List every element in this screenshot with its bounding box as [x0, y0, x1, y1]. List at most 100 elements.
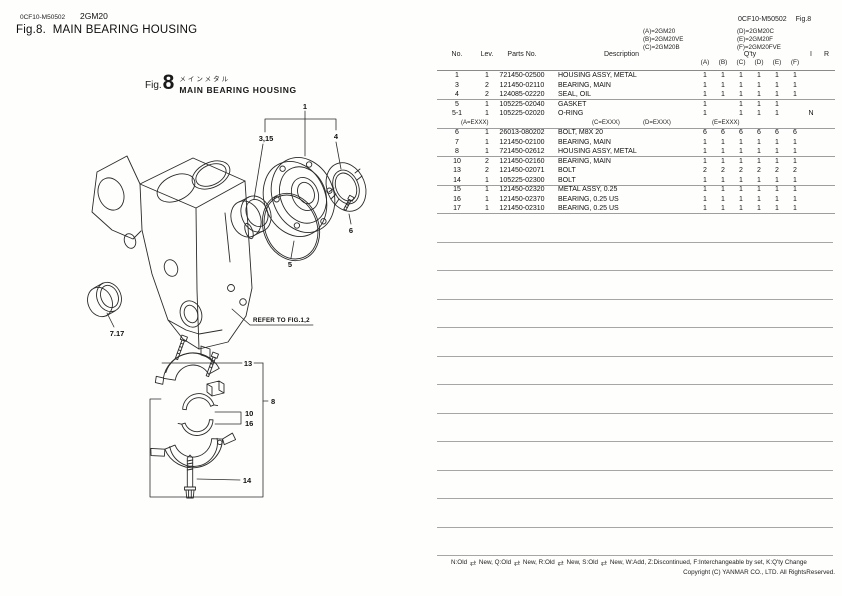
engine-block [91, 155, 254, 359]
empty-row-rule [437, 412, 833, 414]
bearing-housing [262, 157, 336, 237]
model-code: 2GM20 [80, 11, 108, 21]
upper-bearing-cap [154, 334, 225, 397]
legend-line: (A)=2GM20 [643, 28, 676, 35]
exchange-icon [470, 560, 476, 567]
qty-col-b: (B) [718, 59, 728, 66]
figure-caption-jp: メインメタル [179, 76, 231, 83]
gasket-ring [261, 192, 321, 262]
exchange-icon [514, 560, 520, 567]
leader-lines-lower [149, 362, 269, 498]
empty-row-rule [437, 554, 833, 556]
exchange-icon [601, 560, 607, 567]
legend-line: (F)=2GM20FVE [737, 44, 781, 51]
fig-prefix: Fig. [145, 80, 162, 91]
empty-row-rule [437, 441, 833, 443]
footer: N:Old New, Q:Old New, R:Old New, S:Old N… [437, 556, 835, 586]
empty-row-rule [437, 526, 833, 528]
callout-1: 1 [303, 102, 307, 111]
bearing-ring [87, 281, 122, 318]
copyright: Copyright (C) YANMAR CO., LTD. All Right… [683, 569, 835, 576]
group-separator [437, 127, 835, 129]
qty-col-e: (E) [772, 59, 782, 66]
parts-diagram: 1 3,15 4 5 6 7.17 13 8 10 16 14 REFER TO… [87, 102, 367, 499]
model-legend-right: (D)=2GM20C (E)=2GM20F (F)=2GM20FVE [737, 28, 781, 52]
callout-4: 4 [334, 132, 339, 141]
qty-col-d: (D) [754, 59, 764, 66]
doc-code-left: 0CF10-M50502 [20, 14, 66, 21]
table-subheader: (A) (B) (C) (D) (E) (F) [437, 59, 835, 67]
empty-row-rule [437, 327, 833, 329]
page-title: Fig.8. MAIN BEARING HOUSING [16, 24, 198, 36]
leader-lines-upper [106, 110, 352, 328]
callout-10: 10 [245, 409, 253, 418]
col-header-desc: Description [603, 51, 639, 58]
qty-col-a: (A) [700, 59, 710, 66]
group-separator [437, 184, 835, 186]
qty-col-c: (C) [736, 59, 746, 66]
legend-line: (B)=2GM20VE [643, 36, 684, 43]
callout-6: 6 [349, 226, 353, 235]
callout-7-17: 7.17 [110, 329, 125, 338]
fig-ref-right: Fig.8 [795, 16, 812, 23]
table-note-row: (A=EXXX)(C=EXXX)(D=EXXX)(E=EXXX) [461, 119, 740, 126]
callout-13: 13 [244, 359, 252, 368]
bearing-shells [177, 393, 219, 436]
bearing-sleeve [230, 195, 272, 238]
bolt-14 [184, 454, 196, 499]
empty-row-rule [437, 498, 833, 500]
group-separator [437, 156, 835, 157]
callout-14: 14 [243, 476, 252, 485]
col-header-r: R [823, 51, 830, 58]
refer-note: REFER TO FIG.1,2 [253, 317, 310, 324]
figure-caption-en: MAIN BEARING HOUSING [179, 85, 297, 95]
empty-row-rule [437, 384, 833, 386]
qty-col-f: (F) [790, 59, 800, 66]
figure-label: Fig. 8 メインメタル MAIN BEARING HOUSING [145, 72, 297, 95]
group-separator [437, 213, 835, 214]
doc-code-right: 0CF10-M50502 [738, 16, 787, 23]
empty-row-rule [437, 242, 833, 243]
table-header: No. Lev. Parts No. Description Q'ty I R [437, 50, 835, 59]
empty-row-rule [437, 469, 833, 471]
col-header-i: I [810, 51, 812, 58]
legend-line: (C)=2GM20B [643, 44, 680, 51]
callout-3-15: 3,15 [259, 134, 274, 143]
exchange-icon [558, 560, 564, 567]
legend-line: (E)=2GM20F [737, 36, 773, 43]
header-right: 0CF10-M50502 Fig.8 [738, 16, 820, 23]
parts-table: No. Lev. Parts No. Description Q'ty I R … [437, 50, 835, 556]
bolt-6 [343, 194, 355, 211]
group-separator [437, 99, 835, 100]
footer-legend: N:Old New, Q:Old New, R:Old New, S:Old N… [451, 559, 807, 566]
empty-row-rule [437, 270, 833, 272]
col-header-no: No. [451, 51, 463, 58]
callout-8: 8 [271, 397, 275, 406]
col-header-lev: Lev. [480, 51, 494, 58]
callout-5: 5 [288, 260, 292, 269]
legend-line: (D)=2GM20C [737, 28, 774, 35]
callout-16: 16 [245, 419, 253, 428]
col-header-qty: Q'ty [743, 51, 757, 58]
col-header-parts: Parts No. [507, 51, 537, 58]
empty-row-rule [437, 355, 833, 357]
fig-number: 8 [162, 71, 175, 94]
lower-bearing-cap [150, 432, 237, 469]
empty-row-rule [437, 298, 833, 300]
model-legend-left: (A)=2GM20 (B)=2GM20VE (C)=2GM20B [643, 28, 683, 52]
